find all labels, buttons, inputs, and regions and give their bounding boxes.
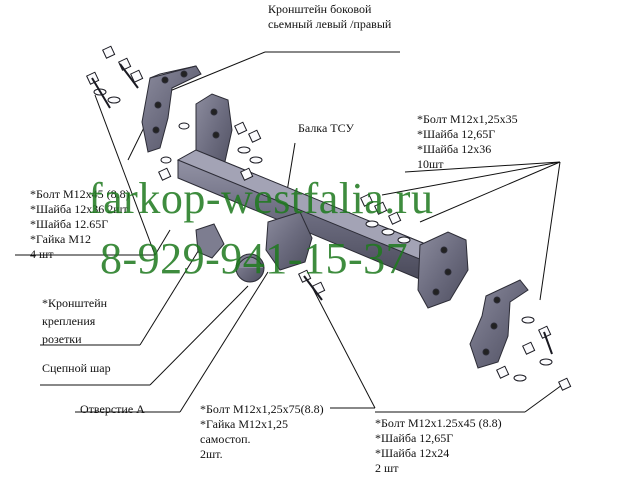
leader-bolts-right-upper-b xyxy=(419,161,561,223)
bolt-group-upper-left xyxy=(86,45,144,109)
label-hole-a: Отверстие А xyxy=(80,402,145,416)
label-bolts-left: *Болт М12х45 (8.8) *Шайба 12х36 2шт *Шай… xyxy=(30,187,130,261)
leader-bracket-side-pointer xyxy=(159,51,266,96)
leader-bolts-right-lower-pointer xyxy=(524,384,563,413)
leader-bolts-right-upper-a xyxy=(381,161,561,196)
label-bolts-right-upper: *Болт М12х1,25х35 *Шайба 12,65Г *Шайба 1… xyxy=(417,112,518,171)
leader-bolts-left-pointer-2 xyxy=(154,229,171,256)
leader-tow-ball-pointer xyxy=(149,285,249,386)
leader-lines xyxy=(15,51,563,413)
bolt-group-lower-right xyxy=(496,316,572,391)
bolt-group-upper-middle xyxy=(158,121,263,181)
leader-bolts-right-upper xyxy=(404,161,561,173)
side-bracket-left xyxy=(141,65,202,153)
watermark-site: farkop-westfalia.ru xyxy=(88,174,434,223)
leader-bolts-center-pointer xyxy=(309,282,376,409)
fasteners xyxy=(86,45,572,391)
tow-ball-assembly xyxy=(235,211,313,283)
label-bolts-right-lower: *Болт М12х1.25х45 (8.8) *Шайба 12,65Г *Ш… xyxy=(375,416,502,475)
label-tow-ball: Сцепной шар xyxy=(42,361,111,375)
label-socket-bracket: *Кронштейн крепления розетки xyxy=(42,296,108,346)
label-bracket-side: Кронштейн боковой сьемный левый /правый xyxy=(268,2,392,31)
leader-bolts-right-upper-c xyxy=(539,161,561,301)
watermark-phone: 8-929-941-15-37 xyxy=(100,234,409,283)
bolt-group-center xyxy=(298,269,326,301)
mounting-plate-right xyxy=(417,231,469,309)
bolt-group-right xyxy=(360,193,411,244)
socket-bracket xyxy=(195,223,225,259)
leader-socket-bracket-pointer xyxy=(139,239,206,346)
side-bracket-right xyxy=(469,279,529,369)
label-beam: Балка ТСУ xyxy=(298,121,354,135)
leader-hole-a-pointer xyxy=(179,271,269,413)
leader-bolts-left-pointer xyxy=(94,94,156,256)
label-bolts-center: *Болт М12х1,25х75(8.8) *Гайка М12х1,25 с… xyxy=(200,402,324,461)
